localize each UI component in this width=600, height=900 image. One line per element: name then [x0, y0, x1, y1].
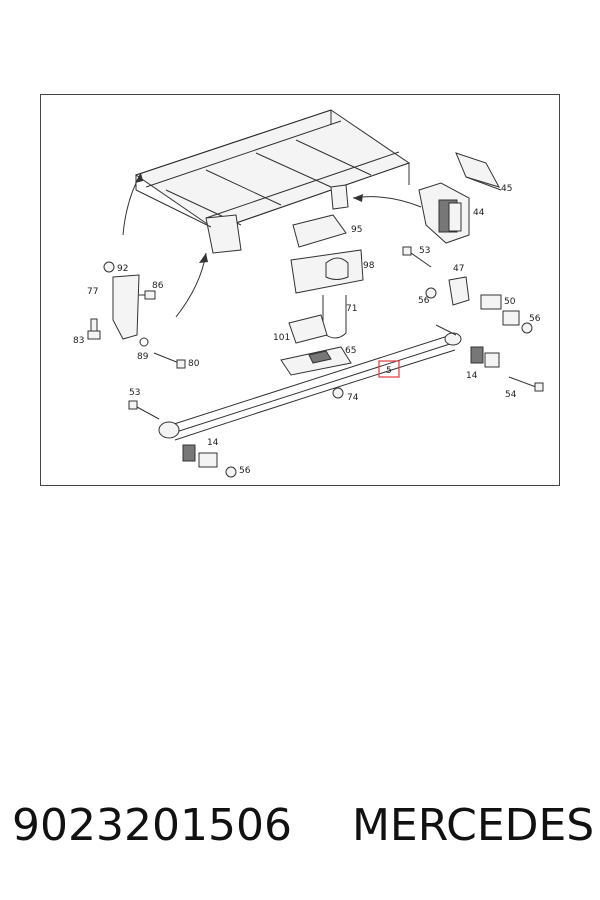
highlighted-part-box — [378, 360, 400, 378]
callout-label: 74 — [347, 393, 359, 403]
callout-label: 77 — [87, 287, 98, 297]
callout-label: 89 — [137, 352, 149, 362]
leaf-spring — [158, 324, 462, 441]
callout-labels: 45 44 95 98 53 47 92 86 77 56 50 71 101 … — [73, 184, 541, 476]
front-hanger-group — [87, 261, 186, 369]
parts-drawing: 45 44 95 98 53 47 92 86 77 56 50 71 101 … — [73, 109, 544, 478]
callout-label-highlighted: 5 — [386, 366, 392, 376]
callout-label: 44 — [473, 208, 485, 218]
callout-label: 95 — [351, 225, 362, 235]
upper-bracket-group — [418, 152, 502, 244]
callout-label: 56 — [529, 314, 541, 324]
chassis-frame — [134, 109, 411, 254]
arrows — [122, 172, 422, 318]
callout-label: 56 — [239, 466, 251, 476]
callout-label: 54 — [505, 390, 517, 400]
callout-label: 83 — [73, 336, 84, 346]
callout-label: 92 — [117, 264, 128, 274]
callout-label: 14 — [466, 371, 478, 381]
callout-label: 86 — [152, 281, 164, 291]
callout-label: 71 — [346, 304, 357, 314]
product-caption: 9023201506 MERCEDES — [12, 800, 595, 860]
brand-name: MERCEDES — [351, 800, 595, 851]
end-fasteners — [128, 346, 544, 478]
rear-shackle-group — [402, 246, 533, 334]
callout-label: 50 — [504, 297, 516, 307]
callout-label: 56 — [418, 296, 430, 306]
callout-label: 45 — [501, 184, 512, 194]
spring-seat-group — [280, 214, 364, 376]
callout-label: 98 — [363, 261, 375, 271]
callout-label: 14 — [207, 438, 219, 448]
callout-label: 47 — [453, 264, 464, 274]
exploded-parts-diagram: 45 44 95 98 53 47 92 86 77 56 50 71 101 … — [40, 94, 560, 486]
callout-label: 101 — [273, 333, 290, 343]
callout-label: 80 — [188, 359, 200, 369]
callout-label: 53 — [129, 388, 140, 398]
callout-label: 65 — [345, 346, 356, 356]
part-number: 9023201506 — [12, 800, 292, 851]
callout-label: 53 — [419, 246, 430, 256]
